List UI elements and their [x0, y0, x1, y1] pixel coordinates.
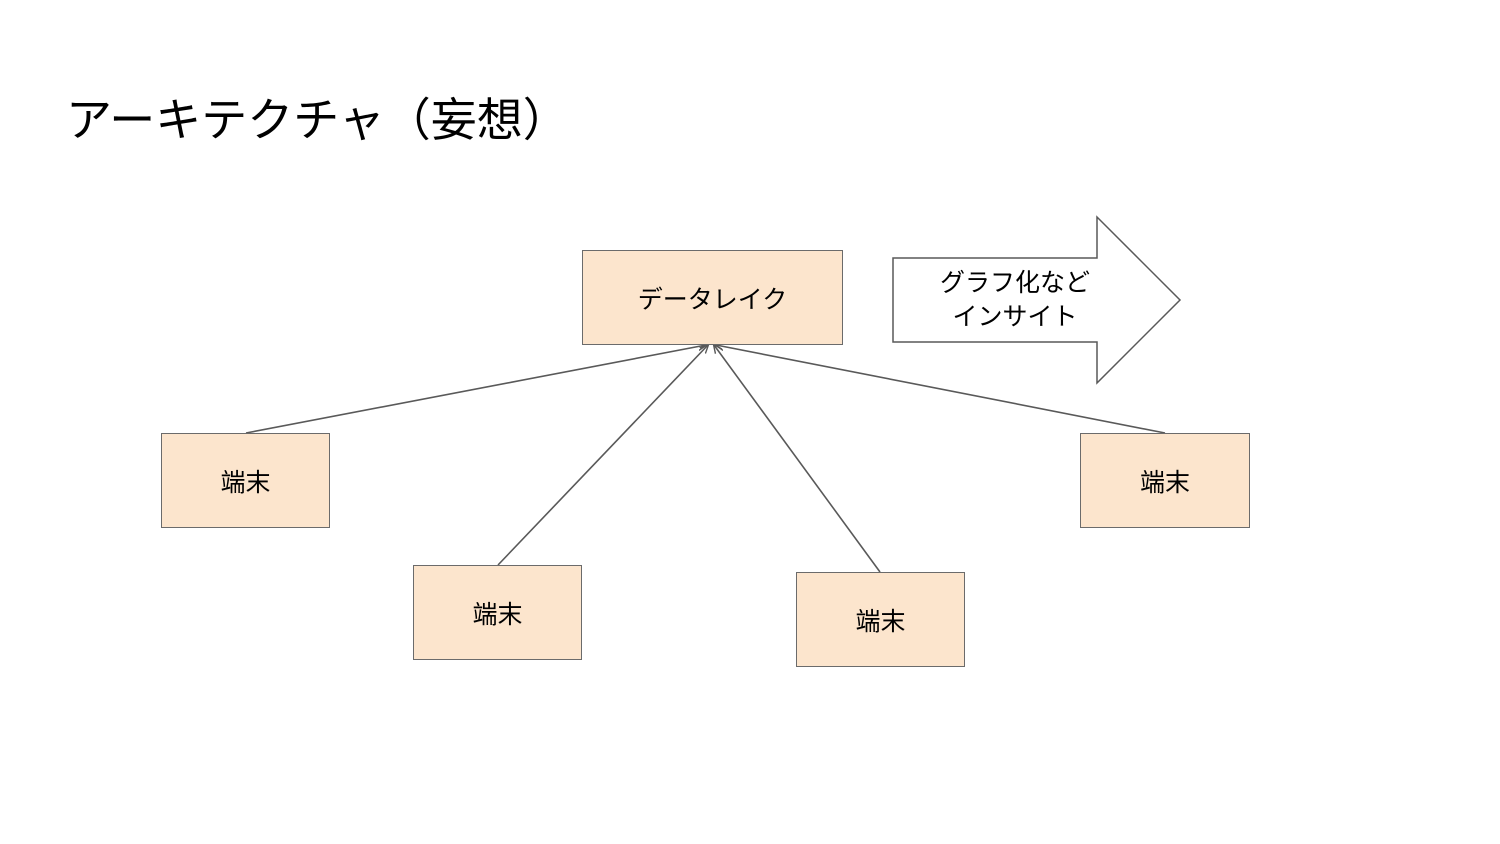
- output-block-arrow: [892, 215, 1182, 385]
- terminal-label: 端末: [1139, 467, 1190, 497]
- output-arrow-label: グラフ化など インサイト: [905, 262, 1125, 338]
- output-arrow-line-2: インサイト: [952, 302, 1078, 331]
- edge-terminal-2-to-datalake: [497, 345, 708, 566]
- edge-terminal-1-to-datalake: [245, 345, 706, 434]
- output-arrow-line-1: グラフ化など: [939, 268, 1090, 297]
- terminal-node-3[interactable]: 端末: [796, 572, 965, 667]
- terminal-label: 端末: [855, 606, 906, 636]
- terminal-node-1[interactable]: 端末: [161, 433, 330, 528]
- terminal-label: 端末: [472, 599, 523, 629]
- terminal-label: 端末: [220, 467, 271, 497]
- datalake-node[interactable]: データレイク: [582, 250, 843, 345]
- datalake-label: データレイク: [637, 284, 788, 314]
- edge-terminal-4-to-datalake: [716, 345, 1166, 434]
- terminal-node-4[interactable]: 端末: [1080, 433, 1250, 528]
- slide-title: アーキテクチャ（妄想）: [66, 93, 569, 147]
- edge-terminal-3-to-datalake: [714, 345, 881, 573]
- terminal-node-2[interactable]: 端末: [413, 565, 582, 660]
